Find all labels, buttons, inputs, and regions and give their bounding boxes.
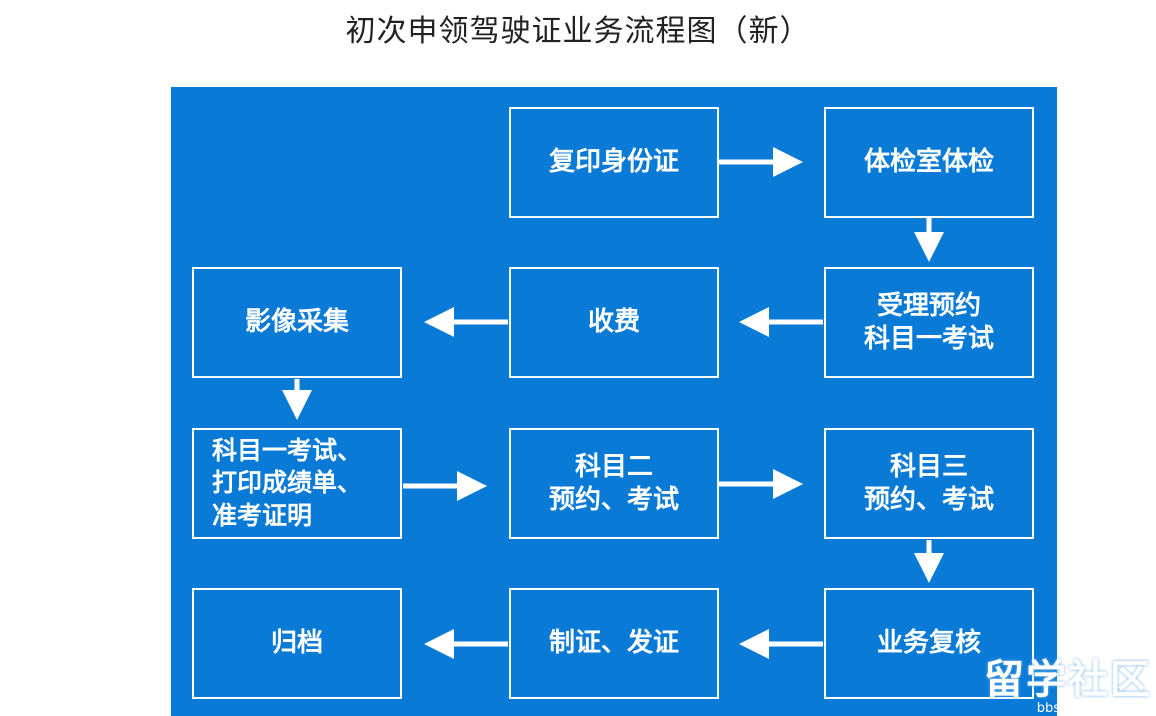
step-subject2: 科目二 预约、考试 xyxy=(509,428,719,539)
step-issue: 制证、发证 xyxy=(509,588,719,699)
step-photo: 影像采集 xyxy=(192,267,402,378)
step-subject1-print: 科目一考试、 打印成绩单、 准考证明 xyxy=(192,428,402,539)
step-label-line-1: 科目三 xyxy=(889,452,968,482)
step-label-line-2: 预约、考试 xyxy=(863,484,994,515)
flowchart-panel: 复印身份证 体检室体检 影像采集 收费 受理预约 科目一考试 科目一考试、 打印… xyxy=(171,87,1057,716)
watermark-logo-text: 留学社区 xyxy=(984,657,1152,703)
step-copy-id: 复印身份证 xyxy=(509,107,719,218)
step-fee: 收费 xyxy=(509,267,719,378)
step-subject3: 科目三 预约、考试 xyxy=(824,428,1034,539)
step-label: 制证、发证 xyxy=(548,628,679,659)
page-title: 初次申领驾驶证业务流程图（新） xyxy=(345,14,811,49)
step-label-line-2: 预约、考试 xyxy=(548,484,679,515)
step-accept-booking: 受理预约 科目一考试 xyxy=(824,267,1034,378)
step-label: 收费 xyxy=(587,307,640,338)
step-label-line-3: 准考证明 xyxy=(212,500,313,530)
step-label-line-1: 科目二 xyxy=(574,452,653,482)
watermark-url: bbs.liuxue86.com xyxy=(1036,701,1152,716)
step-label: 归档 xyxy=(270,628,323,659)
step-label-line-1: 科目一考试、 xyxy=(212,435,363,465)
step-label-line-2: 打印成绩单、 xyxy=(212,468,363,498)
step-label: 体检室体检 xyxy=(863,147,994,178)
step-label-line-1: 受理预约 xyxy=(876,291,981,321)
flow-arrows xyxy=(282,147,944,659)
step-label: 影像采集 xyxy=(244,307,349,338)
step-label-line-2: 科目一考试 xyxy=(863,323,994,354)
step-medical-exam: 体检室体检 xyxy=(824,107,1034,218)
step-label: 复印身份证 xyxy=(548,147,679,178)
site-watermark: 留学社区 bbs.liuxue86.com xyxy=(984,659,1152,716)
step-archive: 归档 xyxy=(192,588,402,699)
step-label: 业务复核 xyxy=(876,628,981,659)
step-review: 业务复核 xyxy=(824,588,1034,699)
